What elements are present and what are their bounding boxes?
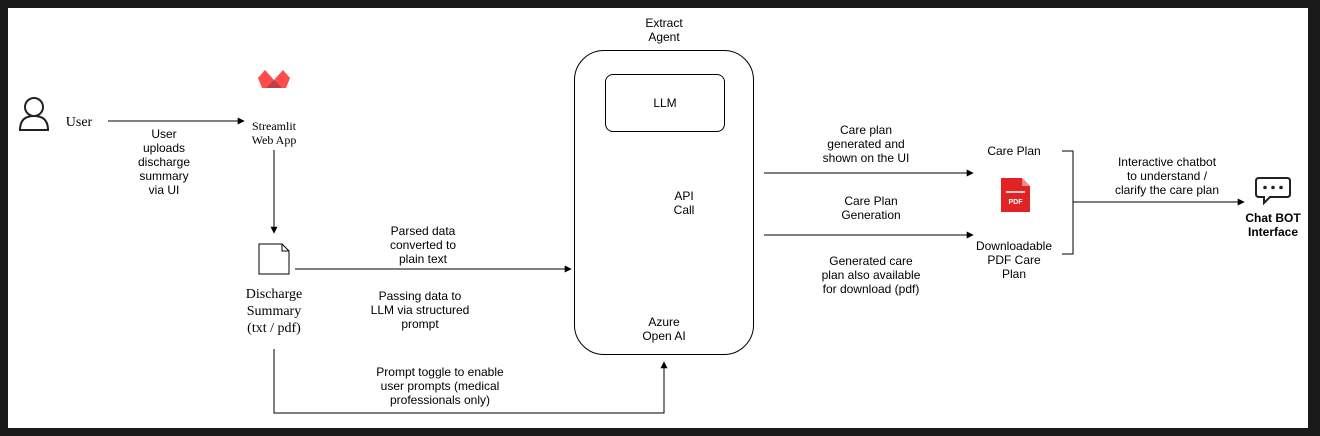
edge-label-generation: Care Plan Generation [841, 194, 901, 222]
diagram-canvas: User Streamlit Web App Discharge Summary… [8, 8, 1308, 428]
care-plan-label: Care Plan [987, 144, 1041, 158]
care-plan-bracket [1062, 150, 1074, 255]
edge-label-parsed: Parsed data converted to plain text [389, 224, 457, 266]
edge-label-shown: Care plan generated and shown on the UI [822, 123, 910, 165]
downloadable-label: Downloadable PDF Care Plan [975, 239, 1053, 281]
edge-label-upload: User uploads discharge summary via UI [137, 127, 191, 197]
edge-label-api-call: API Call [673, 189, 695, 217]
streamlit-logo-icon [258, 70, 290, 88]
llm-box [605, 74, 725, 132]
edge-label-prompt-toggle: Prompt toggle to enable user prompts (me… [376, 365, 504, 407]
user-icon [18, 97, 50, 131]
chat-bubble-icon [1255, 177, 1291, 206]
streamlit-label: Streamlit Web App [251, 119, 297, 147]
edge-label-download: Generated care plan also available for d… [821, 254, 921, 296]
edge-label-chat: Interactive chatbot to understand / clar… [1114, 155, 1220, 197]
user-label: User [65, 115, 93, 130]
pdf-icon [1001, 178, 1030, 212]
extract-agent-title: Extract Agent [645, 16, 683, 44]
document-icon [258, 243, 290, 275]
edge-label-passing: Passing data to LLM via structured promp… [370, 289, 470, 331]
pdf-badge-text: PDF [1008, 199, 1023, 206]
edge-prompt-toggle [273, 349, 668, 414]
llm-label: LLM [653, 96, 677, 110]
discharge-summary-label: Discharge Summary (txt / pdf) [245, 287, 303, 336]
azure-label: Azure Open AI [642, 315, 686, 343]
chatbot-label: Chat BOT Interface [1245, 211, 1301, 239]
